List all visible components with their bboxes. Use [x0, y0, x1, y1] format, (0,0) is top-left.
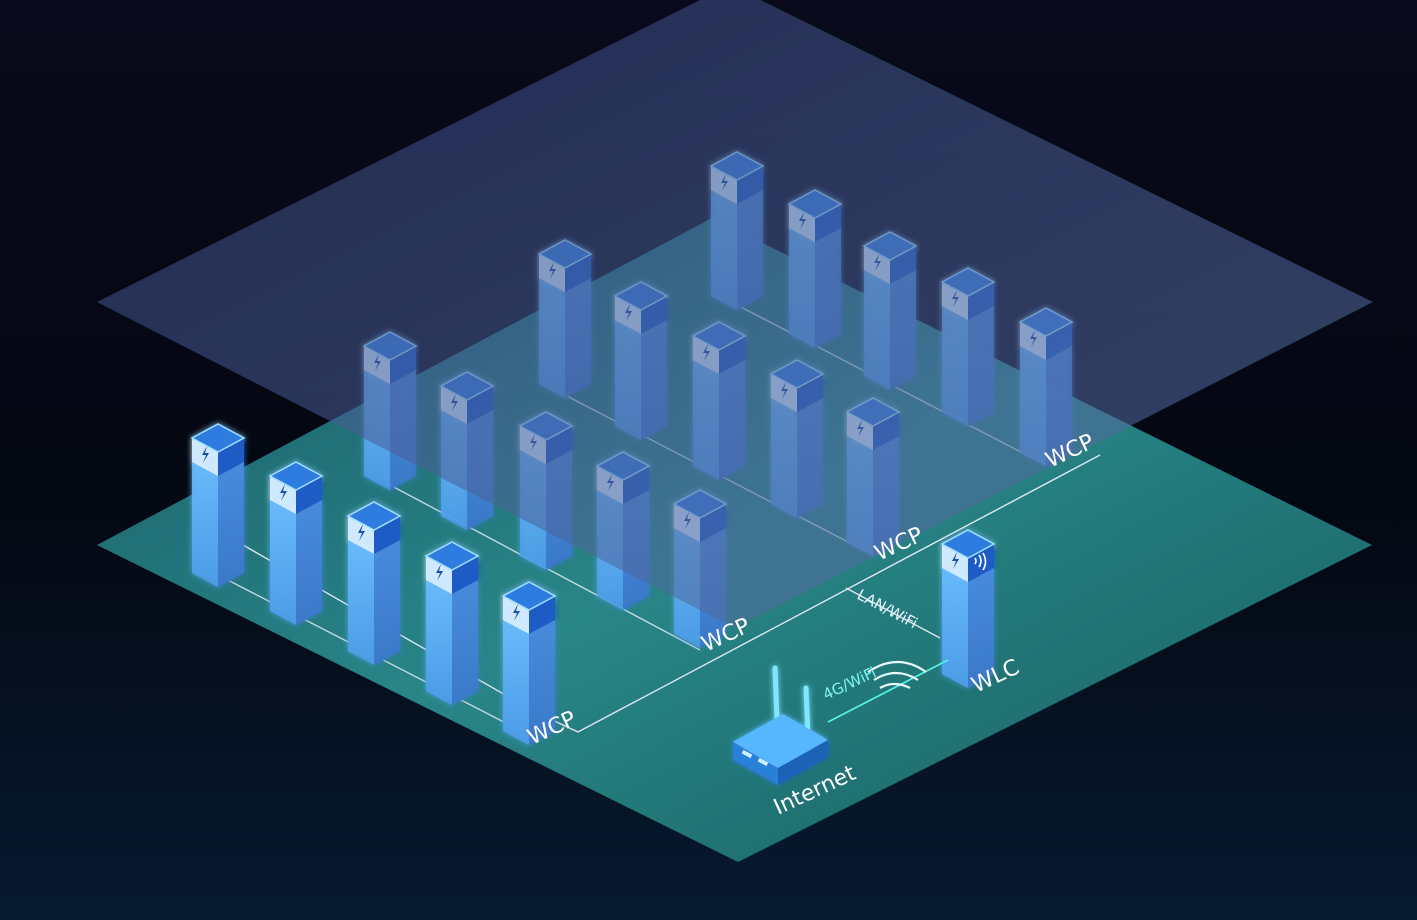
lightning-bolt-icon — [952, 552, 959, 569]
wcp-charging-pillar — [501, 581, 557, 745]
wireless-wave-icon — [867, 661, 927, 689]
wlc-controller — [940, 529, 996, 688]
lightning-bolt-icon — [513, 604, 520, 621]
cyan-link-line — [827, 659, 949, 723]
wcp-charging-pillar — [190, 423, 246, 587]
wifi-signal-icon — [974, 552, 987, 571]
lightning-bolt-icon — [280, 484, 287, 501]
router-icon — [733, 665, 828, 785]
lightning-bolt-icon — [436, 564, 443, 581]
lan-line — [845, 587, 941, 639]
wcp-charging-pillar — [268, 461, 324, 625]
upper-plane — [97, 0, 1373, 628]
lightning-bolt-icon — [358, 524, 365, 541]
wcp-charging-pillar — [346, 501, 402, 665]
lightning-bolt-icon — [202, 446, 209, 463]
wcp-charging-pillar — [424, 541, 480, 705]
pillar-group-front — [190, 423, 996, 745]
